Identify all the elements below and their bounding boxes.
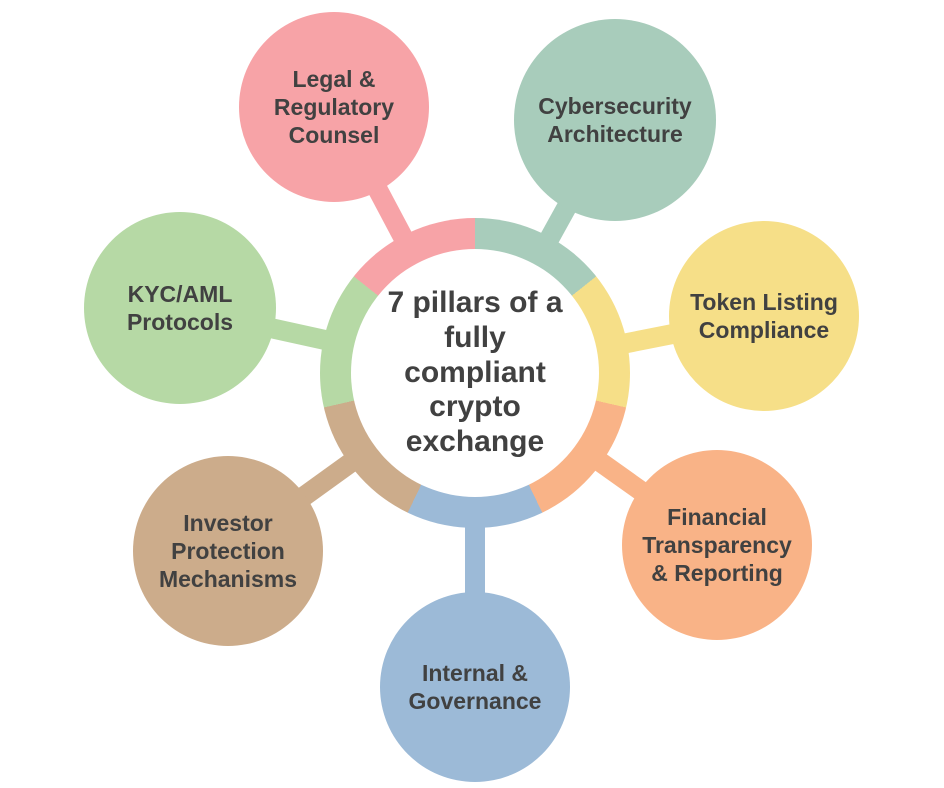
pillar-label: Cybersecurity Architecture <box>538 92 692 147</box>
pillar-label: Investor Protection Mechanisms <box>158 509 298 593</box>
pillar-label: Legal & Regulatory Counsel <box>273 65 395 149</box>
pillar-investor-protection-mechanisms: Investor Protection Mechanisms <box>133 456 323 646</box>
pillar-internal-governance: Internal & Governance <box>380 592 570 782</box>
hub-circle: 7 pillars of a fully compliant crypto ex… <box>351 249 599 497</box>
pillar-cybersecurity-architecture: Cybersecurity Architecture <box>514 19 716 221</box>
pillar-financial-transparency-reporting: Financial Transparency & Reporting <box>622 450 812 640</box>
pillar-token-listing-compliance: Token Listing Compliance <box>669 221 859 411</box>
pillar-label: Internal & Governance <box>408 659 542 714</box>
pillar-kyc-aml-protocols: KYC/AML Protocols <box>84 212 276 404</box>
pillar-label: Token Listing Compliance <box>690 288 838 343</box>
pillar-label: KYC/AML Protocols <box>126 280 234 335</box>
pillar-label: Financial Transparency & Reporting <box>642 503 792 587</box>
pillar-legal-regulatory-counsel: Legal & Regulatory Counsel <box>239 12 429 202</box>
hub-title: 7 pillars of a fully compliant crypto ex… <box>387 286 563 459</box>
